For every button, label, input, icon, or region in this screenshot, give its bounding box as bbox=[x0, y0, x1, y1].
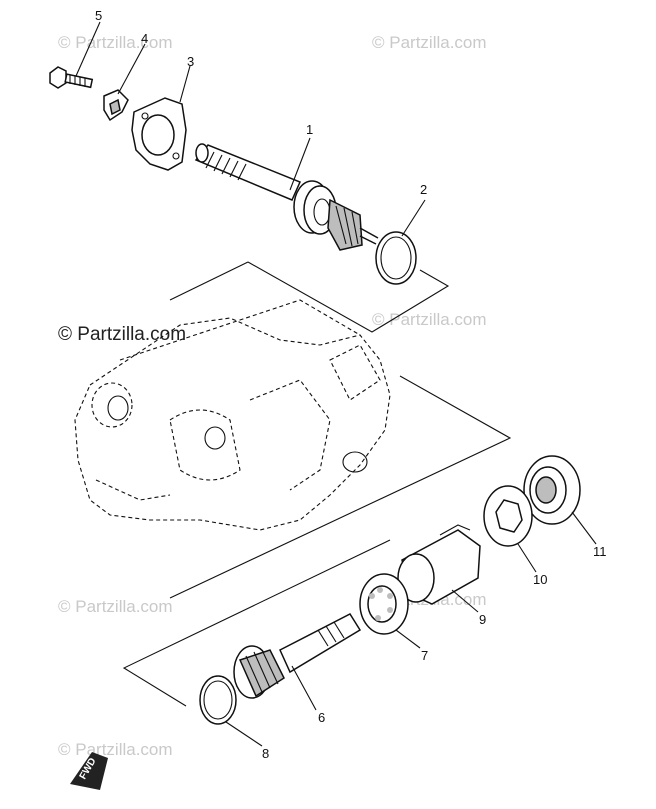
callout-6: 6 bbox=[318, 710, 325, 725]
leader-line-9 bbox=[451, 589, 479, 613]
callout-3: 3 bbox=[187, 54, 194, 69]
callout-1: 1 bbox=[306, 122, 313, 137]
part-10-nut bbox=[483, 485, 533, 547]
part-11-oil-seal bbox=[523, 455, 581, 525]
leader-line-3 bbox=[179, 65, 191, 103]
leader-line-7 bbox=[395, 629, 421, 649]
leader-line-10 bbox=[517, 543, 537, 573]
leader-line-5 bbox=[75, 21, 101, 77]
callout-2: 2 bbox=[420, 182, 427, 197]
part-9-collar bbox=[397, 524, 481, 605]
leader-line-6 bbox=[291, 665, 317, 711]
part-2-shim bbox=[375, 231, 417, 285]
watermark: © Partzilla.com bbox=[58, 33, 173, 52]
reference-outline-middle bbox=[169, 375, 512, 599]
callout-8: 8 bbox=[262, 746, 269, 761]
part-7-bearing bbox=[359, 573, 409, 635]
reference-outline-upper bbox=[247, 261, 450, 333]
reference-line bbox=[169, 261, 249, 301]
engine-case bbox=[74, 299, 391, 531]
watermark: © Partzilla.com bbox=[58, 324, 186, 345]
reference-outline-lower bbox=[122, 539, 391, 707]
callout-7: 7 bbox=[421, 648, 428, 663]
part-8-shim bbox=[199, 675, 237, 725]
part-5-bolt bbox=[49, 66, 94, 89]
watermark: © Partzilla.com bbox=[372, 33, 487, 52]
part-4-lock-plate bbox=[103, 89, 129, 122]
watermark: © Partzilla.com bbox=[58, 740, 173, 759]
leader-line-1 bbox=[289, 137, 311, 191]
part-1-drive-shaft bbox=[194, 143, 379, 251]
leader-line-2 bbox=[401, 199, 426, 237]
callout-10: 10 bbox=[533, 572, 547, 587]
watermark: © Partzilla.com bbox=[372, 310, 487, 329]
callout-5: 5 bbox=[95, 8, 102, 23]
leader-line-11 bbox=[571, 511, 597, 545]
watermark: © Partzilla.com bbox=[58, 597, 173, 616]
callout-9: 9 bbox=[479, 612, 486, 627]
leader-line-8 bbox=[225, 721, 263, 747]
leader-line-4 bbox=[117, 43, 146, 95]
part-3-housing-plate bbox=[131, 97, 187, 171]
callout-4: 4 bbox=[141, 31, 148, 46]
callout-11: 11 bbox=[593, 544, 607, 559]
part-6-pinion-shaft bbox=[233, 613, 362, 699]
